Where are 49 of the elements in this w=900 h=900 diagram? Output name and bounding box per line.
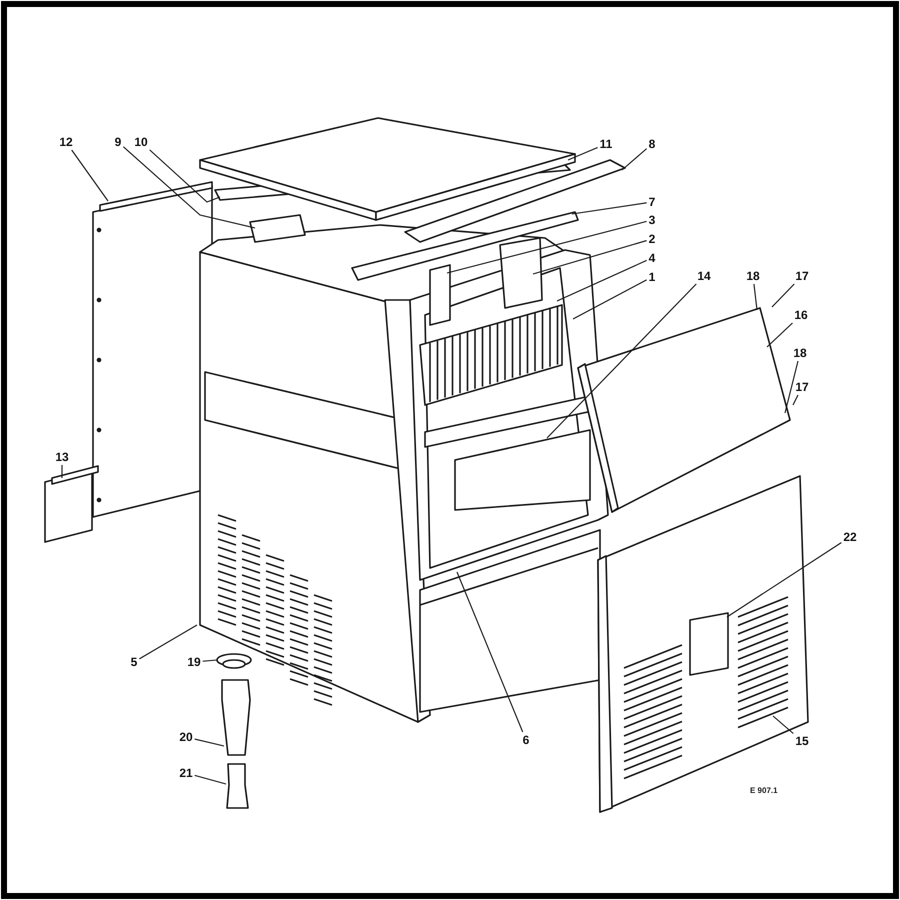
leader-line [556, 260, 647, 302]
leader-line [446, 220, 647, 274]
leader-line [726, 542, 842, 618]
leader-line [61, 465, 63, 478]
callout-number: 20 [178, 730, 194, 744]
callout-number: 13 [54, 450, 70, 464]
leader-line [572, 202, 647, 215]
callout-number: 19 [186, 655, 202, 669]
callout-number: 6 [522, 733, 530, 747]
leader-line [772, 716, 794, 734]
leader-line [532, 240, 647, 275]
callout-number: 15 [794, 734, 810, 748]
drawing-number: E 907.1 [750, 786, 778, 795]
leader-line [456, 572, 524, 732]
callout-number: 4 [648, 251, 656, 265]
callout-number: 10 [133, 135, 149, 149]
leader-line [622, 148, 648, 170]
callout-number: 14 [696, 269, 712, 283]
callout-number: 3 [648, 213, 656, 227]
callout-number: 17 [794, 380, 810, 394]
leader-line [792, 394, 798, 406]
leader-line [194, 738, 224, 747]
leader-line [753, 284, 758, 310]
callout-number: 21 [178, 766, 194, 780]
leader-line [139, 624, 198, 660]
leader-line [766, 322, 793, 348]
callout-number: 22 [842, 530, 858, 544]
leader-line [71, 150, 108, 202]
leader-line [572, 279, 647, 320]
callout-number: 1 [648, 270, 656, 284]
leader-line [568, 147, 598, 160]
leader-line [784, 360, 799, 414]
callout-number: 16 [793, 308, 809, 322]
leader-line [122, 146, 256, 229]
leader-line [194, 774, 226, 785]
callout-number: 8 [648, 137, 656, 151]
callout-number: 9 [114, 135, 122, 149]
leader-line [546, 284, 697, 438]
leader-line [772, 284, 795, 308]
leader-line [202, 659, 218, 662]
callout-number: 18 [745, 269, 761, 283]
leader-line [149, 149, 220, 203]
callout-number: 7 [648, 195, 656, 209]
callout-number: 2 [648, 232, 656, 246]
callout-number: 17 [794, 269, 810, 283]
callout-number: 18 [792, 346, 808, 360]
callout-number: 12 [58, 135, 74, 149]
callout-number: 5 [130, 655, 138, 669]
callout-number: 11 [598, 137, 614, 151]
